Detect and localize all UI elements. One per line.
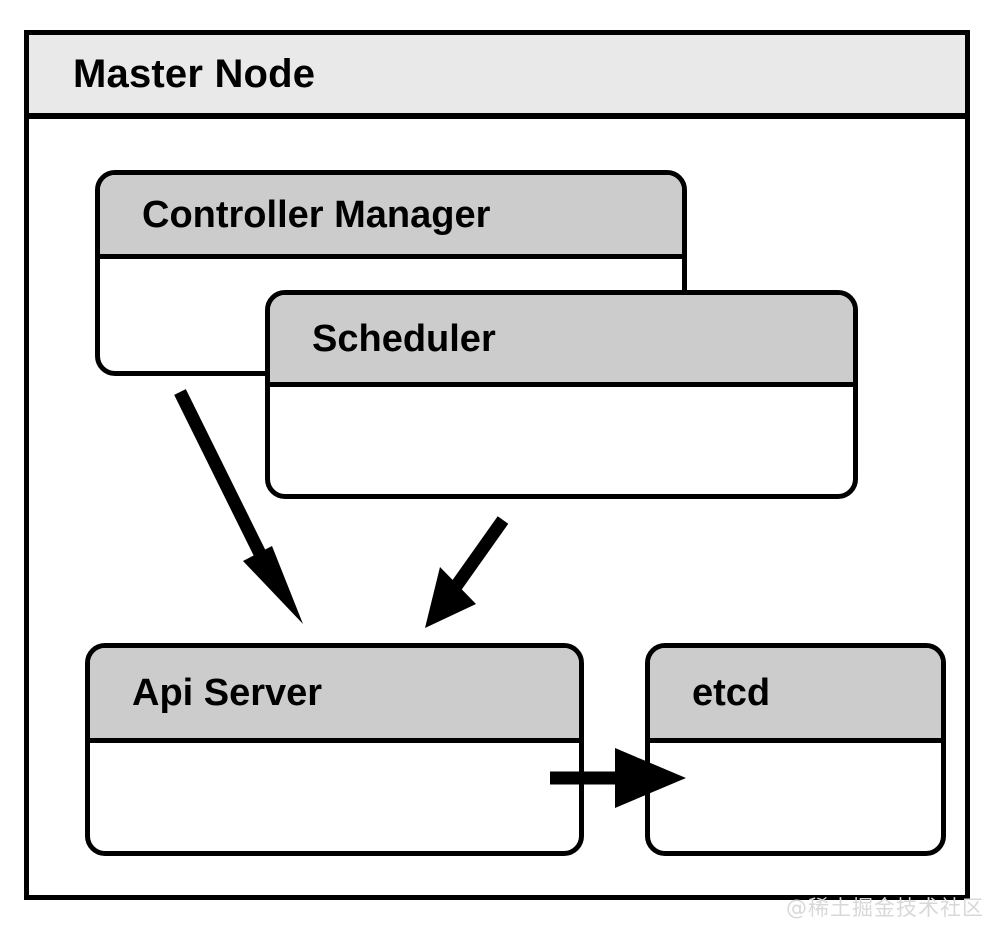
etcd-label: etcd [692,672,771,714]
controller-manager-header: Controller Manager [100,175,682,259]
etcd-header: etcd [650,648,941,743]
controller-manager-label: Controller Manager [142,193,491,236]
component-scheduler[interactable]: Scheduler [265,290,858,499]
master-node-title: Master Node [73,52,316,96]
api-server-header: Api Server [90,648,579,743]
watermark-text: @稀土掘金技术社区 [786,896,984,920]
api-server-label: Api Server [132,672,323,714]
scheduler-header: Scheduler [270,295,853,387]
scheduler-label: Scheduler [312,317,496,360]
master-node-header: Master Node [29,35,965,119]
component-api-server[interactable]: Api Server [85,643,584,856]
component-etcd[interactable]: etcd [645,643,946,856]
